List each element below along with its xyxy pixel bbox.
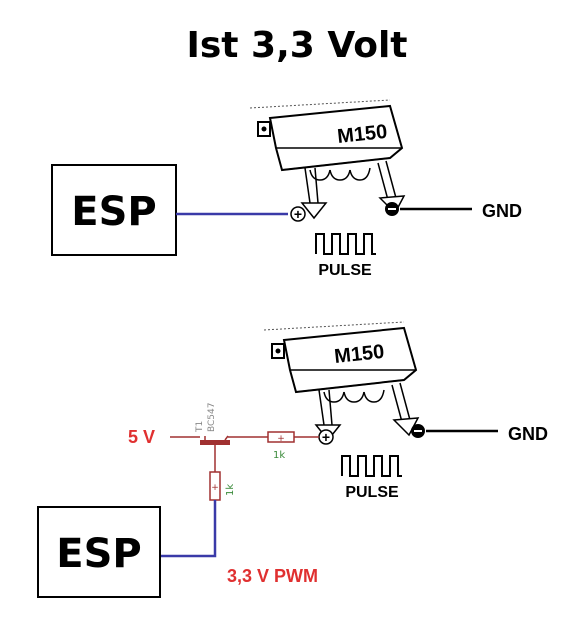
resistor-vertical: + [209, 471, 221, 501]
top-sensor-module [249, 99, 405, 219]
bottom-esp-label: ESP [56, 531, 141, 577]
bottom-gnd-label: GND [508, 424, 548, 444]
svg-text:+: + [322, 429, 330, 445]
top-module-label: M150 [336, 121, 388, 148]
transistor-type: BC547 [207, 403, 217, 432]
top-pulse-label: PULSE [318, 262, 372, 279]
top-esp-label: ESP [71, 189, 156, 235]
bottom-sensor-module [263, 321, 419, 441]
bottom-pulse-waveform [341, 455, 403, 477]
supply-5v-label: 5 V [128, 427, 155, 447]
top-plus-terminal: + [290, 206, 306, 222]
bottom-minus-terminal [411, 424, 425, 438]
bottom-circuit: M150 GND PULSE + 5 V T1 BC547 [37, 321, 548, 598]
pwm-label: 3,3 V PWM [227, 566, 318, 586]
resistor-horizontal-value: 1k [273, 450, 285, 461]
top-minus-terminal [385, 202, 399, 216]
transistor-t1: T1 BC547 [195, 403, 230, 472]
bottom-module-label: M150 [333, 341, 385, 368]
bottom-plus-terminal: + [318, 429, 334, 445]
bottom-pulse-label: PULSE [345, 484, 399, 501]
top-circuit: ESP + M150 GND PULSE [51, 99, 522, 279]
top-pulse-waveform [315, 233, 377, 255]
diagram-title: Ist 3,3 Volt [186, 25, 407, 66]
resistor-horizontal: + [267, 431, 295, 444]
svg-text:+: + [211, 483, 219, 493]
resistor-vertical-value: 1k [225, 484, 236, 496]
top-esp-box [51, 164, 177, 256]
bottom-esp-box [37, 506, 161, 598]
top-gnd-label: GND [482, 201, 522, 221]
svg-text:+: + [277, 434, 285, 444]
svg-text:+: + [294, 206, 302, 222]
transistor-name: T1 [195, 421, 205, 433]
pwm-wire [160, 500, 217, 558]
